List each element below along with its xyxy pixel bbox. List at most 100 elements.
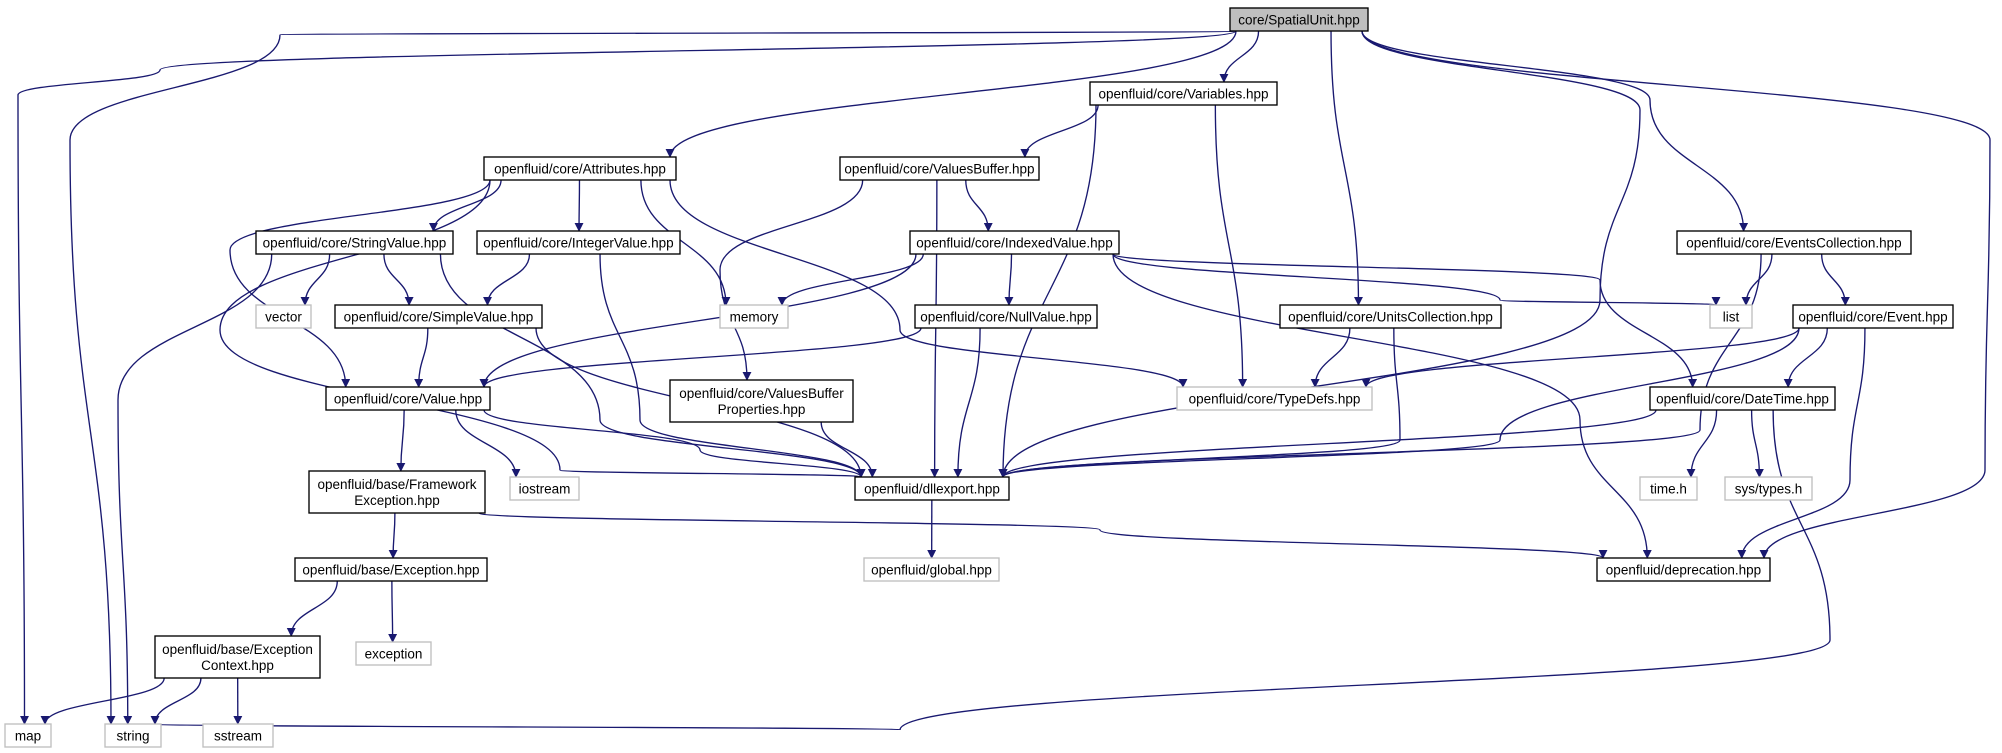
node-label: Context.hpp bbox=[201, 658, 274, 673]
node-box bbox=[1639, 476, 1698, 501]
edge-attributes-to-stringvalue bbox=[428, 179, 502, 232]
file-nodes: core/SpatialUnit.hpp openfluid/core/Varia… bbox=[4, 7, 1954, 748]
edge-vbprops-to-dllexport bbox=[820, 421, 877, 478]
node-label: openfluid/core/IntegerValue.hpp bbox=[483, 236, 673, 251]
node-label: openfluid/core/EventsCollection.hpp bbox=[1686, 236, 1901, 251]
node-label: iostream bbox=[519, 482, 571, 497]
edge-datetime-to-systypes bbox=[1750, 409, 1764, 478]
node-box bbox=[1089, 81, 1278, 106]
node-box bbox=[1596, 557, 1771, 582]
node-box bbox=[476, 230, 681, 255]
node-dllexport[interactable]: openfluid/dllexport.hpp bbox=[854, 476, 1010, 501]
node-box bbox=[1279, 304, 1502, 329]
node-label: openfluid/dllexport.hpp bbox=[864, 482, 1000, 497]
edge-indexedvalue-to-valuehpp bbox=[479, 253, 917, 388]
edge-stringvalue-to-simplevalue bbox=[383, 253, 414, 306]
edge-exception_hpp-to-exception_std bbox=[388, 580, 398, 643]
edge-excontext-to-string bbox=[150, 677, 202, 725]
node-box bbox=[1229, 7, 1369, 32]
edge-fwexception-to-exception_hpp bbox=[388, 512, 398, 559]
edge-indexedvalue-to-deprecation bbox=[1112, 253, 1652, 559]
node-simplevalue[interactable]: openfluid/core/SimpleValue.hpp bbox=[334, 304, 543, 329]
node-label: openfluid/core/ValuesBuffer.hpp bbox=[844, 162, 1034, 177]
node-vbprops[interactable]: openfluid/core/ValuesBufferProperties.hp… bbox=[669, 379, 854, 423]
node-label: openfluid/core/IndexedValue.hpp bbox=[916, 236, 1112, 251]
edge-indexedvalue-to-list bbox=[1112, 253, 1720, 306]
edge-spatialunit-to-string bbox=[69, 30, 1237, 725]
node-label: openfluid/core/NullValue.hpp bbox=[920, 310, 1092, 325]
node-box bbox=[909, 230, 1120, 255]
node-variables[interactable]: openfluid/core/Variables.hpp bbox=[1089, 81, 1278, 106]
node-box bbox=[294, 557, 488, 582]
edge-datetime-to-dllexport bbox=[998, 409, 1657, 478]
node-systypes: sys/types.h bbox=[1724, 476, 1813, 501]
node-label: openfluid/core/StringValue.hpp bbox=[263, 236, 447, 251]
node-label: core/SpatialUnit.hpp bbox=[1238, 13, 1360, 28]
edge-eventscollection-to-dllexport bbox=[998, 253, 1762, 478]
node-label: openfluid/base/Exception bbox=[162, 642, 313, 657]
edge-spatialunit-to-map bbox=[17, 30, 1237, 725]
node-deprecation[interactable]: openfluid/deprecation.hpp bbox=[1596, 557, 1771, 582]
node-sstream: sstream bbox=[202, 723, 274, 748]
node-event[interactable]: openfluid/core/Event.hpp bbox=[1792, 304, 1954, 329]
node-label: sys/types.h bbox=[1735, 482, 1803, 497]
edge-variables-to-typedefs bbox=[1214, 104, 1248, 388]
node-box bbox=[839, 156, 1040, 181]
node-valuehpp[interactable]: openfluid/core/Value.hpp bbox=[325, 386, 491, 411]
node-datetime[interactable]: openfluid/core/DateTime.hpp bbox=[1649, 386, 1836, 411]
node-nullvalue[interactable]: openfluid/core/NullValue.hpp bbox=[914, 304, 1098, 329]
node-box bbox=[154, 635, 321, 679]
edge-variables-to-valuesbuffer bbox=[1020, 104, 1099, 158]
edge-datetime-to-string bbox=[152, 409, 1831, 733]
node-box bbox=[669, 379, 854, 423]
node-box bbox=[1176, 386, 1373, 411]
edge-attributes-to-memory bbox=[640, 179, 731, 306]
edge-spatialunit-to-eventscollection bbox=[1361, 30, 1749, 232]
edge-eventscollection-to-event bbox=[1820, 253, 1850, 306]
node-label: openfluid/deprecation.hpp bbox=[1606, 563, 1761, 578]
edge-unitscollection-to-typedefs bbox=[1310, 327, 1351, 388]
node-box bbox=[325, 386, 491, 411]
node-box bbox=[719, 304, 789, 329]
edge-valuehpp-to-iostream bbox=[455, 409, 521, 478]
node-box bbox=[334, 304, 543, 329]
node-eventscollection[interactable]: openfluid/core/EventsCollection.hpp bbox=[1676, 230, 1912, 255]
node-box bbox=[483, 156, 677, 181]
node-box bbox=[863, 557, 1000, 582]
node-attributes[interactable]: openfluid/core/Attributes.hpp bbox=[483, 156, 677, 181]
node-box bbox=[308, 470, 486, 514]
node-label: openfluid/core/Attributes.hpp bbox=[494, 162, 666, 177]
node-string: string bbox=[104, 723, 162, 748]
node-label: openfluid/global.hpp bbox=[871, 563, 992, 578]
edge-event-to-dllexport bbox=[998, 327, 1800, 478]
node-label: Properties.hpp bbox=[718, 402, 806, 417]
node-unitscollection[interactable]: openfluid/core/UnitsCollection.hpp bbox=[1279, 304, 1502, 329]
node-iostream: iostream bbox=[509, 476, 580, 501]
node-indexedvalue[interactable]: openfluid/core/IndexedValue.hpp bbox=[909, 230, 1120, 255]
edge-spatialunit-to-attributes bbox=[665, 30, 1237, 158]
node-label: map bbox=[15, 729, 41, 744]
edge-simplevalue-to-valuehpp bbox=[414, 327, 429, 388]
node-exception_hpp[interactable]: openfluid/base/Exception.hpp bbox=[294, 557, 488, 582]
edge-spatialunit-to-deprecation bbox=[1361, 30, 1991, 559]
node-stringvalue[interactable]: openfluid/core/StringValue.hpp bbox=[255, 230, 454, 255]
node-label: openfluid/core/Event.hpp bbox=[1798, 310, 1947, 325]
edge-event-to-datetime bbox=[1783, 327, 1828, 388]
node-label: openfluid/core/UnitsCollection.hpp bbox=[1288, 310, 1493, 325]
node-box bbox=[255, 304, 312, 329]
node-label: openfluid/core/TypeDefs.hpp bbox=[1189, 392, 1361, 407]
edge-event-to-typedefs bbox=[1361, 327, 1800, 388]
node-box bbox=[255, 230, 454, 255]
edge-stringvalue-to-vector bbox=[300, 253, 331, 306]
edge-spatialunit-to-unitscollection bbox=[1330, 30, 1363, 306]
node-valuesbuffer[interactable]: openfluid/core/ValuesBuffer.hpp bbox=[839, 156, 1040, 181]
node-label: sstream bbox=[214, 729, 262, 744]
node-spatialunit[interactable]: core/SpatialUnit.hpp bbox=[1229, 7, 1369, 32]
node-label: openfluid/base/Framework bbox=[317, 477, 476, 492]
edge-valuesbuffer-to-vbprops bbox=[719, 179, 864, 381]
node-integervalue[interactable]: openfluid/core/IntegerValue.hpp bbox=[476, 230, 681, 255]
node-box bbox=[355, 641, 432, 666]
